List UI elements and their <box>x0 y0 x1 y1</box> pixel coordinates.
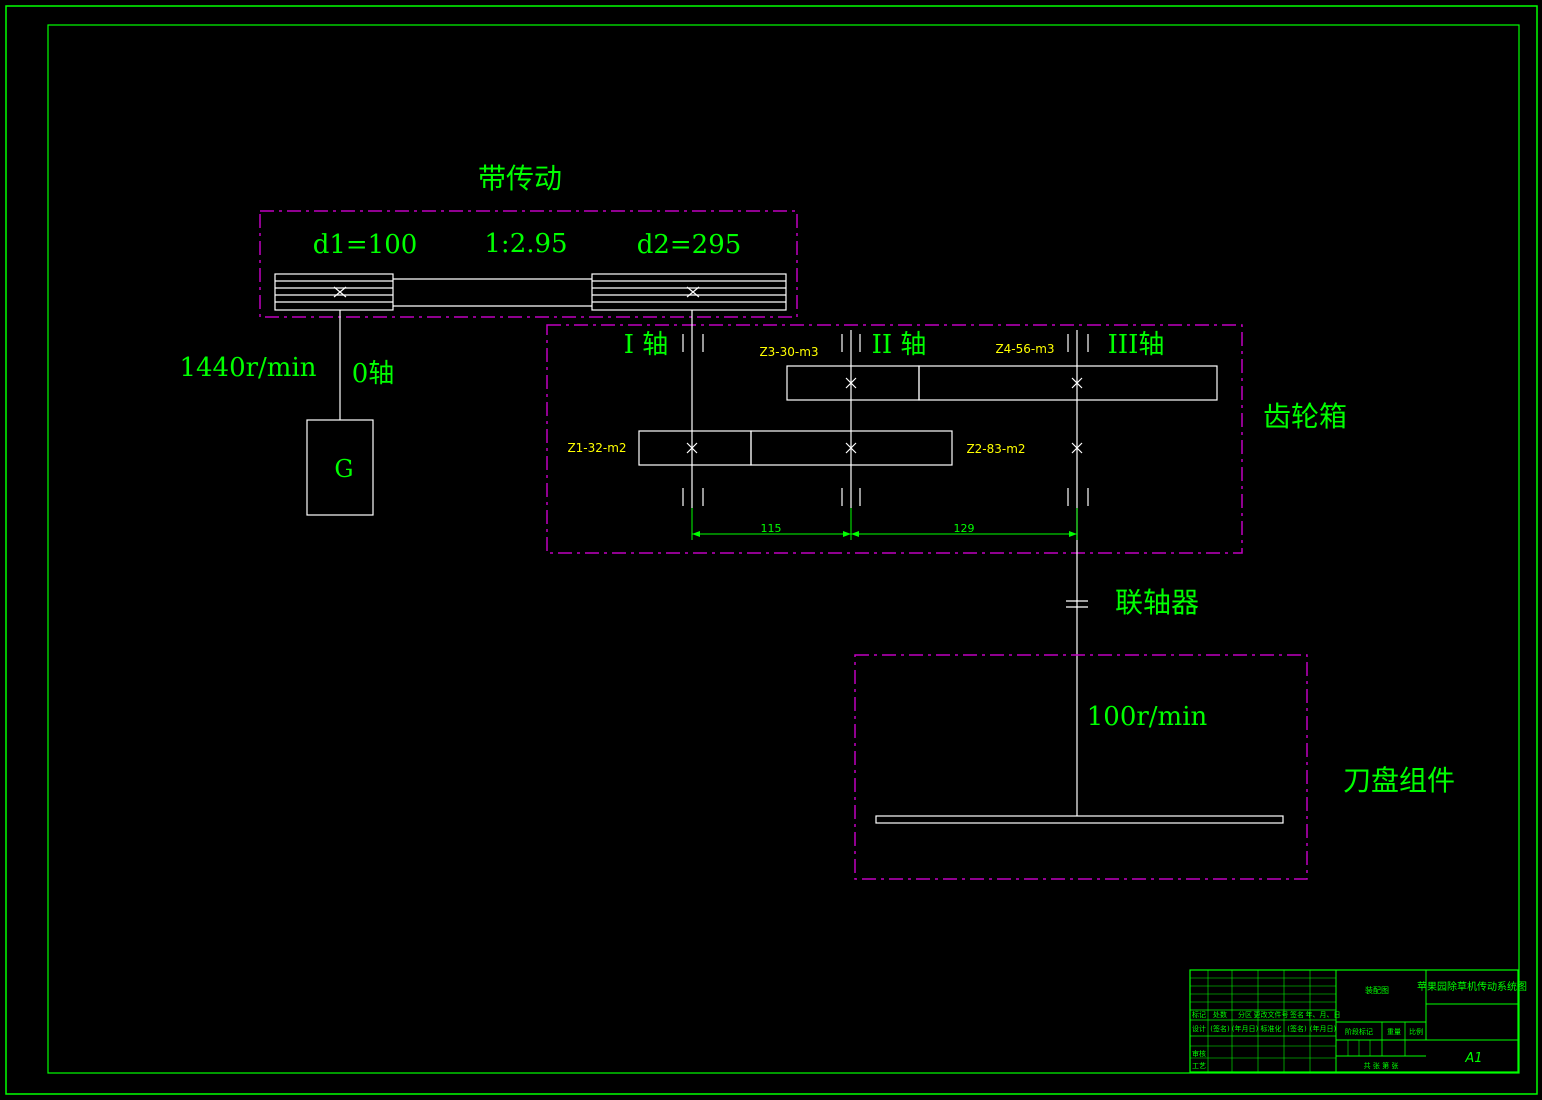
coupling-label: 联轴器 <box>1115 586 1199 619</box>
belt-drive-label: 带传动 <box>478 162 562 195</box>
tb-row2-4: (签名) <box>1287 1024 1307 1033</box>
tb-row1-3: 更改文件号 <box>1254 1010 1289 1019</box>
tb-row1-2: 分区 <box>1238 1010 1252 1019</box>
cutter-label: 刀盘组件 <box>1343 764 1455 797</box>
tb-process: 工艺 <box>1192 1062 1206 1070</box>
tb-row1-0: 标记 <box>1192 1010 1206 1019</box>
tb-row2-1: (签名) <box>1210 1024 1230 1033</box>
cutter-box <box>854 654 1308 880</box>
z2-label: Z2-83-m2 <box>966 442 1025 456</box>
coupling-symbol <box>1066 600 1088 608</box>
tb-review: 审核 <box>1192 1049 1206 1058</box>
belt-pulleys <box>274 273 787 311</box>
d1-label: d1=100 <box>313 230 418 260</box>
title-block-row2: 设计 (签名) (年月日) 标准化 (签名) (年月日) <box>1192 1024 1336 1033</box>
z4-label: Z4-56-m3 <box>995 342 1054 356</box>
belt-drive-box <box>259 210 798 318</box>
z3-label: Z3-30-m3 <box>759 345 818 359</box>
title-block-row1: 标记 处数 分区 更改文件号 签名 年、月、日 <box>1192 1010 1341 1019</box>
sheet-size-label: A1 <box>1464 1051 1482 1066</box>
gears <box>638 365 1218 466</box>
tb-row1-5: 年、月、日 <box>1306 1010 1341 1019</box>
drawing-type-label: 装配图 <box>1365 985 1389 995</box>
dim1-label: 115 <box>761 522 782 535</box>
tb-stage-2: 比例 <box>1409 1027 1423 1036</box>
dim2-label: 129 <box>954 522 975 535</box>
d2-label: d2=295 <box>637 230 742 260</box>
shaft3-label: III轴 <box>1108 330 1165 360</box>
outer-border <box>5 5 1538 1095</box>
title-block-stage: 阶段标记 重量 比例 <box>1345 1027 1423 1036</box>
tb-row1-4: 签名 <box>1290 1010 1304 1019</box>
tb-row2-0: 设计 <box>1192 1024 1206 1033</box>
drawing-name-label: 苹果园除草机传动系统图 <box>1417 980 1527 993</box>
motor-label: G <box>334 455 353 483</box>
ratio-label: 1:2.95 <box>484 229 567 259</box>
gearbox-label: 齿轮箱 <box>1263 400 1347 433</box>
tb-row2-5: (年月日) <box>1310 1024 1337 1033</box>
shaft1-label: I 轴 <box>624 330 669 360</box>
tb-stage-1: 重量 <box>1387 1028 1401 1036</box>
motor-speed-label: 1440r/min <box>179 353 316 383</box>
tb-stage-0: 阶段标记 <box>1345 1027 1373 1036</box>
motor-box <box>306 419 374 516</box>
title-block <box>1189 969 1519 1073</box>
tb-row2-2: (年月日) <box>1232 1024 1259 1033</box>
shaft0-label: 0轴 <box>352 359 395 389</box>
output-speed-label: 100r/min <box>1087 702 1208 732</box>
inner-border <box>47 24 1520 1074</box>
dimension-lines <box>691 508 1078 540</box>
tb-sheets: 共 张 第 张 <box>1364 1061 1399 1070</box>
gearbox-box <box>546 324 1243 554</box>
tb-row2-3: 标准化 <box>1261 1024 1282 1033</box>
tb-row1-1: 处数 <box>1213 1010 1227 1019</box>
z1-label: Z1-32-m2 <box>567 441 626 455</box>
shaft2-label: II 轴 <box>872 330 927 360</box>
gear-shafts <box>682 310 1089 816</box>
cutter-disc <box>875 815 1284 824</box>
